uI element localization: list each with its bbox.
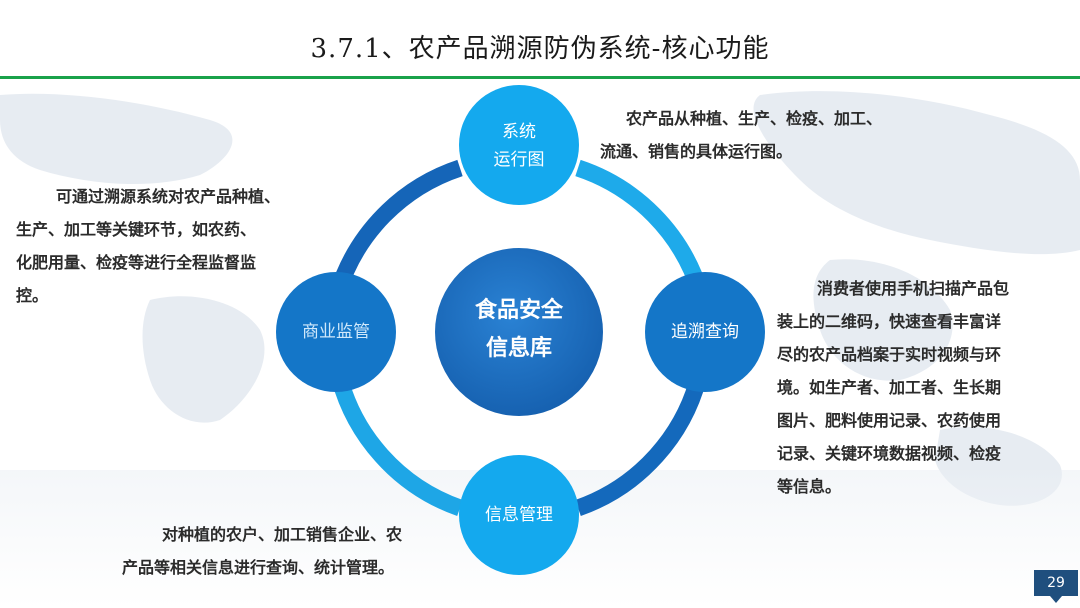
node-left-circle — [276, 272, 396, 392]
node-bottom-label: 信息管理 — [485, 505, 553, 525]
title-underline — [0, 76, 1080, 79]
node-top-label-line1: 系统 — [502, 122, 536, 142]
node-left-label: 商业监管 — [302, 322, 370, 342]
center-label-line2: 信息库 — [485, 336, 552, 361]
right-description-line: 装上的二维码，快速查看丰富详 — [777, 312, 1002, 331]
right-description-line: 境。如生产者、加工者、生长期 — [777, 378, 1002, 397]
right-description: 消费者使用手机扫描产品包 装上的二维码，快速查看丰富详 尽的农产品档案于实时视频… — [777, 272, 1067, 503]
ring-arc-bottom-left — [329, 370, 463, 517]
bottom-description: 对种植的农户、加工销售企业、农 产品等相关信息进行查询、统计管理。 — [122, 518, 462, 584]
node-right-label: 追溯查询 — [671, 322, 739, 342]
bottom-description-line: 产品等相关信息进行查询、统计管理。 — [122, 558, 395, 577]
top-description-line: 农产品从种植、生产、检疫、加工、 — [626, 109, 883, 128]
left-description-line: 可通过溯源系统对农产品种植、 — [56, 187, 281, 206]
ring-arc-right-bottom — [575, 370, 709, 517]
node-bottom-circle — [459, 455, 579, 575]
right-description-line: 等信息。 — [777, 477, 842, 496]
node-top-label-line2: 运行图 — [493, 150, 545, 170]
top-description-line: 流通、销售的具体运行图。 — [600, 142, 793, 161]
center-label-line1: 食品安全 — [474, 298, 563, 323]
left-description: 可通过溯源系统对农产品种植、 生产、加工等关键环节，如农药、 化肥用量、检疫等进… — [16, 180, 316, 312]
left-description-line: 化肥用量、检疫等进行全程监督监 — [16, 253, 257, 272]
page-number-badge: 29 — [1034, 570, 1078, 603]
node-top-label: 系统 运行图 — [469, 118, 569, 174]
right-description-line: 图片、肥料使用记录、农药使用 — [777, 411, 1002, 430]
slide-title: 3.7.1、农产品溯源防伪系统-核心功能 — [310, 34, 770, 64]
left-description-line: 控。 — [16, 286, 49, 305]
right-description-line: 消费者使用手机扫描产品包 — [817, 279, 1010, 298]
right-description-line: 尽的农产品档案于实时视频与环 — [777, 345, 1002, 364]
node-right-circle — [645, 272, 765, 392]
bottom-description-line: 对种植的农户、加工销售企业、农 — [162, 525, 403, 544]
top-description: 农产品从种植、生产、检疫、加工、 流通、销售的具体运行图。 — [600, 102, 930, 168]
node-top-circle — [459, 85, 579, 205]
center-label: 食品安全 信息库 — [436, 292, 602, 368]
left-description-line: 生产、加工等关键环节，如农药、 — [16, 220, 257, 239]
ring-arc-top-right — [575, 159, 709, 295]
right-description-line: 记录、关键环境数据视频、检疫 — [777, 444, 1002, 463]
ring-arc-left-top — [329, 159, 463, 295]
center-circle — [435, 248, 603, 416]
